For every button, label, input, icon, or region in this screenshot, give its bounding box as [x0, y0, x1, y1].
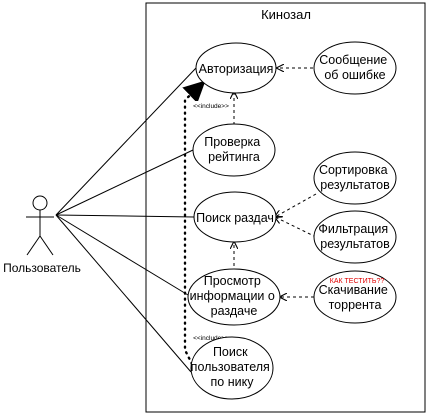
usecase-view-line-1: Просмотр: [204, 274, 261, 288]
usecase-sort-line-1: Сортировка: [319, 163, 388, 177]
include-label-top-bg: [190, 101, 233, 110]
assoc-rating: [55, 149, 194, 216]
usecase-error-line-1: Сообщение: [319, 53, 387, 67]
usecase-user-search-line-3: по нику: [211, 375, 255, 389]
usecase-rating-line-1: Проверка: [204, 135, 260, 149]
usecase-download-line-1: Скачивание: [319, 283, 388, 297]
usecase-search-line-1: Поиск раздач: [196, 211, 274, 225]
actor-user: [26, 195, 54, 256]
assoc-search: [55, 214, 195, 218]
svg-text:Поиск раздач: Поиск раздач: [196, 211, 274, 225]
assoc-view: [55, 214, 189, 296]
usecase-view-line-2: информации о: [190, 289, 275, 303]
usecase-filter-line-1: Фильтрация: [318, 222, 388, 236]
svg-text:Просмотр информации о: Просмотр информации о раздаче: [190, 274, 279, 318]
svg-text:Сообщение об ошибке: Сообщение об ошибке: [319, 53, 391, 82]
include-label-top: <<include>>: [193, 103, 229, 110]
usecase-sort-line-2: результатов: [320, 178, 390, 192]
usecase-view-line-3: раздаче: [211, 304, 258, 318]
usecase-error: Сообщение об ошибке: [313, 41, 397, 95]
dep-sort-search: [275, 193, 317, 217]
usecase-auth-line-1: Авторизация: [199, 62, 274, 76]
usecase-auth: Авторизация: [195, 42, 277, 94]
usecase-rating-line-2: рейтинга: [208, 150, 260, 164]
usecase-download: Скачивание торрента: [313, 270, 397, 324]
usecase-user-search: Поиск пользователя по нику: [190, 336, 274, 400]
actor-label: Пользователь: [3, 261, 81, 275]
usecase-filter: Фильтрация результатов: [313, 210, 397, 264]
actor-head: [32, 195, 48, 211]
svg-text:Фильтрация результатов: Фильтрация результатов: [318, 222, 391, 251]
associations: [55, 67, 197, 373]
annotation-note: КАК ТЕСТИТЬ??: [330, 278, 385, 285]
svg-text:Сортировка результатов: Сортировка результатов: [319, 163, 391, 192]
usecase-error-line-2: об ошибке: [324, 68, 385, 82]
dependencies: [234, 68, 317, 297]
usecase-rating: Проверка рейтинга: [192, 123, 276, 177]
svg-text:Поиск пользователя: Поиск пользователя по нику: [191, 345, 274, 389]
dep-filter-search: [275, 217, 317, 238]
usecase-download-line-2: торрента: [329, 298, 382, 312]
include-label-bottom: <<include>>: [193, 335, 229, 342]
usecase-user-search-line-2: пользователя: [191, 360, 270, 374]
usecase-view: Просмотр информации о раздаче: [187, 268, 281, 326]
usecase-user-search-line-1: Поиск: [213, 345, 248, 359]
assoc-user-search: [55, 214, 192, 373]
usecase-sort: Сортировка результатов: [313, 151, 397, 205]
svg-text:Авторизация: Авторизация: [199, 62, 274, 76]
assoc-auth: [55, 67, 197, 216]
actor-right-leg: [39, 235, 54, 256]
usecase-filter-line-2: результатов: [320, 237, 390, 251]
svg-text:Скачивание торрента: Скачивание торрента: [319, 283, 392, 312]
system-title: Кинозал: [261, 7, 311, 22]
system-boundary: [145, 2, 426, 413]
svg-text:Проверка рейтинга: Проверка рейтинга: [204, 135, 263, 164]
include-user-search-auth: [182, 80, 206, 366]
actor-left-leg: [26, 235, 41, 256]
usecase-search: Поиск раздач: [193, 191, 277, 243]
include-label-bottom-bg: [190, 333, 233, 342]
